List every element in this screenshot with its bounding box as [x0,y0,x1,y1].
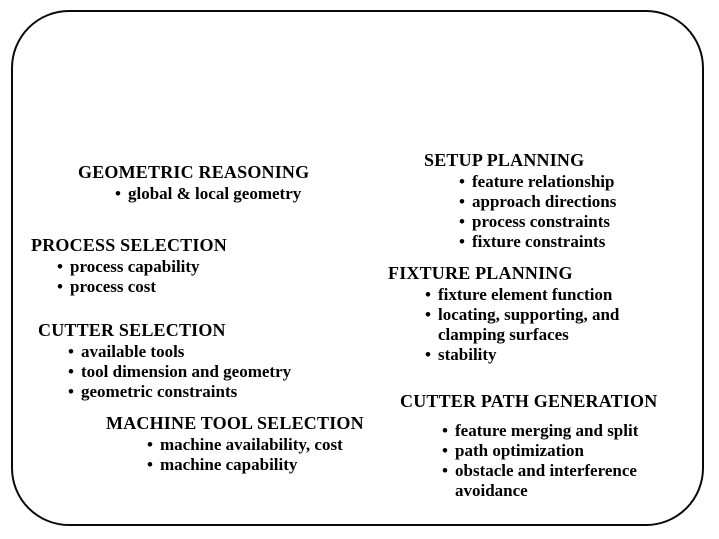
bullet-glyph: • [425,345,431,364]
geometric-reasoning-block: GEOMETRIC REASONING • global & local geom… [78,161,309,204]
bullet-glyph: • [68,342,74,361]
bullet-glyph: • [425,305,431,324]
machine-tool-selection-block: MACHINE TOOL SELECTION • machine availabi… [106,412,364,475]
block-heading: SETUP PLANNING [424,150,585,170]
block-heading: GEOMETRIC REASONING [78,162,310,182]
list-item-text: obstacle and interference avoidance [455,461,637,500]
list-item-text: process constraints [472,212,611,231]
list-item: • path optimization [442,441,670,461]
process-selection-block: PROCESS SELECTION • process capability • p… [31,234,227,297]
setup-planning-block: SETUP PLANNING • feature relationship • ap… [424,149,616,252]
list-item-text: path optimization [455,441,584,460]
list-item-text: feature merging and split [455,421,639,440]
list-item: • feature merging and split [442,421,670,441]
bullet-list: • feature relationship • approach directio… [459,172,616,252]
bullet-glyph: • [68,362,74,381]
list-item: • machine availability, cost [147,435,364,455]
list-item-text: geometric constraints [81,382,238,401]
list-item: • fixture element function [425,285,642,305]
bullet-glyph: • [57,257,63,276]
bullet-list: • fixture element function • locating, sup… [425,285,642,365]
bullet-list: • feature merging and split • path optimiz… [442,421,670,501]
list-item-text: machine availability, cost [160,435,343,454]
list-item: • tool dimension and geometry [68,362,291,382]
list-item-text: approach directions [472,192,617,211]
bullet-glyph: • [442,421,448,440]
bullet-list: • process capability • process cost [57,257,227,297]
list-item: • stability [425,345,642,365]
cutter-selection-block: CUTTER SELECTION • available tools • tool … [38,319,291,402]
bullet-glyph: • [442,441,448,460]
list-item-text: available tools [81,342,185,361]
list-item-text: tool dimension and geometry [81,362,292,381]
bullet-list: • available tools • tool dimension and geo… [68,342,291,402]
list-item-text: machine capability [160,455,298,474]
bullet-glyph: • [459,212,465,231]
list-item: • fixture constraints [459,232,616,252]
bullet-glyph: • [459,192,465,211]
list-item: • process constraints [459,212,616,232]
bullet-glyph: • [57,277,63,296]
list-item: • machine capability [147,455,364,475]
rounded-border-frame [11,10,704,526]
list-item-text: global & local geometry [128,184,302,203]
list-item-text: stability [438,345,497,364]
list-item-text: locating, supporting, and clamping surfa… [438,305,620,344]
bullet-glyph: • [442,461,448,480]
list-item: • geometric constraints [68,382,291,402]
list-item: • process cost [57,277,227,297]
list-item: • available tools [68,342,291,362]
list-item-text: fixture element function [438,285,613,304]
block-heading: PROCESS SELECTION [31,235,227,255]
list-item: • process capability [57,257,227,277]
bullet-list: • machine availability, cost • machine cap… [147,435,364,475]
block-heading: CUTTER PATH GENERATION [400,391,658,411]
list-item: • global & local geometry [115,184,309,204]
list-item: • approach directions [459,192,616,212]
list-item-text: process cost [70,277,157,296]
list-item: • feature relationship [459,172,616,192]
bullet-glyph: • [425,285,431,304]
bullet-glyph: • [115,184,121,203]
list-item-text: process capability [70,257,200,276]
fixture-planning-block: FIXTURE PLANNING • fixture element functi… [388,262,642,365]
block-heading: CUTTER SELECTION [38,320,226,340]
bullet-glyph: • [68,382,74,401]
bullet-glyph: • [459,232,465,251]
bullet-glyph: • [147,455,153,474]
list-item-text: fixture constraints [472,232,606,251]
list-item: • obstacle and interference avoidance [442,461,670,501]
bullet-list: • global & local geometry [115,184,309,204]
block-heading: FIXTURE PLANNING [388,263,573,283]
list-item-text: feature relationship [472,172,615,191]
bullet-glyph: • [459,172,465,191]
bullet-glyph: • [147,435,153,454]
block-heading: MACHINE TOOL SELECTION [106,413,364,433]
cutter-path-generation-block: CUTTER PATH GENERATION • feature merging … [400,390,670,501]
list-item: • locating, supporting, and clamping surf… [425,305,642,345]
